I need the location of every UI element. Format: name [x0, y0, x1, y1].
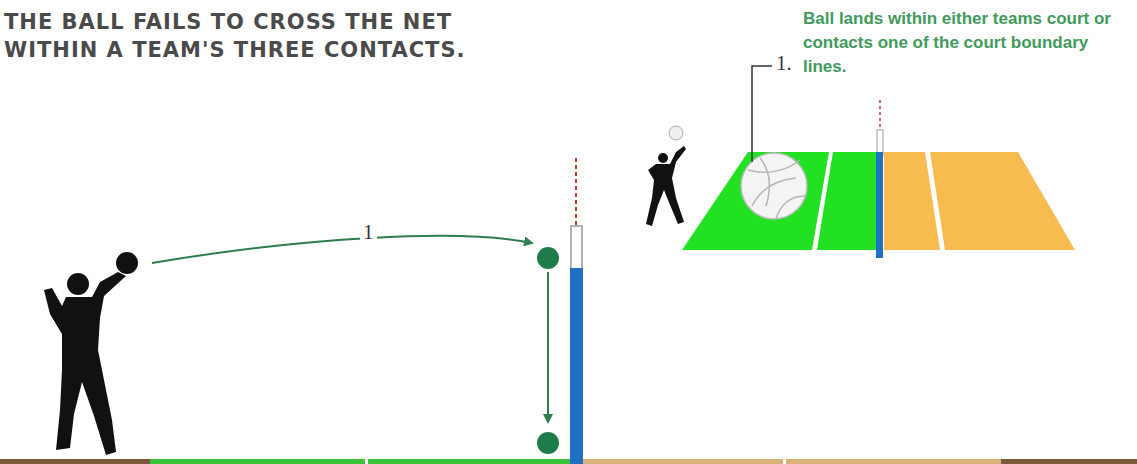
callout-note: Ball lands within either teams court or … [803, 7, 1133, 79]
court-green [817, 152, 876, 250]
drop-arrow [547, 272, 549, 422]
ball [537, 247, 559, 269]
antenna [879, 100, 881, 130]
ball [116, 252, 138, 274]
ball [669, 126, 683, 140]
volleyball [741, 153, 807, 219]
ground [0, 459, 150, 464]
ground [786, 459, 1001, 464]
player-silhouette [646, 146, 686, 226]
court-orange [884, 152, 940, 250]
court-orange [930, 152, 1075, 250]
trajectory-arrow [152, 236, 532, 263]
diagram-title: THE BALL FAILS TO CROSS THE NET WITHIN A… [4, 8, 544, 64]
callout-number: 1 [360, 221, 377, 243]
leader-line [752, 66, 772, 162]
antenna [575, 158, 577, 226]
ground [1001, 459, 1137, 464]
court-green [682, 152, 829, 250]
net-post-top [877, 130, 883, 155]
callout-number: 1. [773, 52, 795, 74]
player-silhouette [44, 272, 126, 455]
net [876, 152, 883, 258]
ground [368, 459, 575, 464]
ground [583, 459, 783, 464]
net-post-top [571, 226, 582, 270]
ground [150, 459, 365, 464]
ball [537, 432, 559, 454]
net-post [570, 268, 583, 464]
